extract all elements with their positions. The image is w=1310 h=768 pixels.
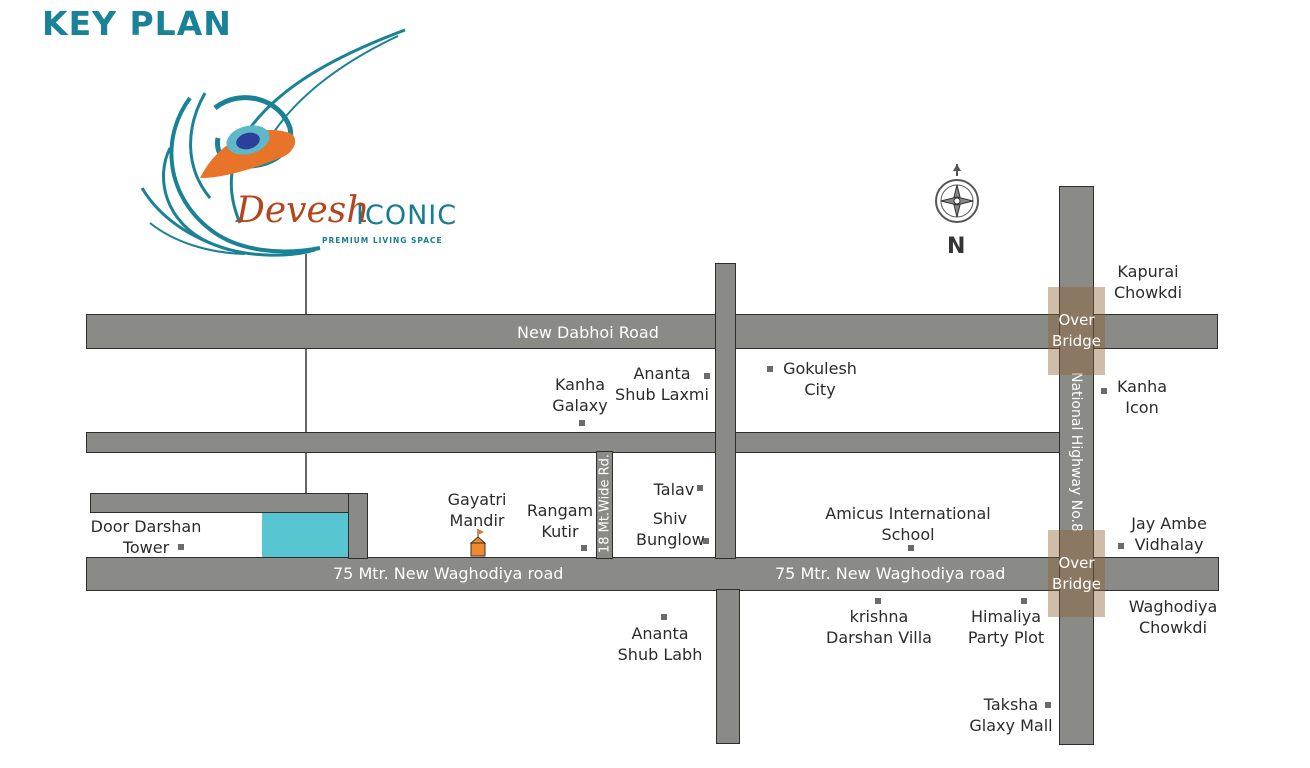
landmark-door-darshan-tower: Door Darshan Tower bbox=[90, 517, 202, 557]
marker-shiv-bunglow bbox=[703, 538, 709, 544]
brand-script-name: Devesh bbox=[236, 190, 370, 231]
page-title: KEY PLAN bbox=[42, 4, 232, 43]
landmark-gayatri-mandir: Gayatri Mandir bbox=[447, 490, 507, 530]
compass-north-label: N bbox=[947, 234, 966, 259]
landmark-kanha-galaxy: Kanha Galaxy bbox=[552, 375, 608, 415]
marker-kanha-icon bbox=[1101, 388, 1107, 394]
landmark-talav: Talav bbox=[653, 480, 695, 499]
landmark-ananta-shub-laxmi: Ananta Shub Laxmi bbox=[615, 364, 709, 404]
landmark-himaliya-party-plot: Himaliya Party Plot bbox=[967, 607, 1045, 647]
temple-icon bbox=[469, 529, 487, 557]
new-dabhoi-road bbox=[86, 314, 1218, 349]
waghodiya-road bbox=[86, 557, 1219, 591]
marker-ananta-shub-laxmi bbox=[704, 373, 710, 379]
waghodiya-road-label-west: 75 Mtr. New Waghodiya road bbox=[333, 564, 564, 583]
site-access-road-top bbox=[90, 493, 368, 513]
brand-tagline: PREMIUM LIVING SPACE bbox=[322, 236, 443, 245]
landmark-taksha-glaxy-mall: Taksha Glaxy Mall bbox=[969, 695, 1053, 735]
marker-ananta-shub-labh bbox=[661, 614, 667, 620]
landmark-rangam-kutir: Rangam Kutir bbox=[526, 501, 594, 541]
landmark-waghodiya-chowkdi: Waghodiya Chowkdi bbox=[1128, 597, 1218, 637]
landmark-shiv-bunglow: Shiv Bunglow bbox=[636, 509, 705, 549]
landmark-gokulesh-city: Gokulesh City bbox=[783, 359, 857, 399]
landmark-amicus-international-school: Amicus International School bbox=[825, 504, 991, 544]
landmark-jay-ambe-vidhalay: Jay Ambe Vidhalay bbox=[1131, 514, 1207, 554]
marker-rangam-kutir bbox=[581, 545, 587, 551]
marker-gokulesh-city bbox=[767, 366, 773, 372]
project-site-plot bbox=[262, 513, 348, 557]
marker-kanha-galaxy bbox=[579, 420, 585, 426]
over-bridge-south-label: Over Bridge bbox=[1052, 554, 1101, 593]
landmark-kapurai-chowkdi: Kapurai Chowkdi bbox=[1113, 262, 1183, 302]
lower-vertical-road bbox=[716, 589, 740, 744]
marker-amicus-school bbox=[908, 545, 914, 551]
upper-vertical-road bbox=[715, 263, 736, 559]
over-bridge-north-label: Over Bridge bbox=[1052, 311, 1101, 350]
over-bridge-north bbox=[1048, 287, 1105, 375]
landmark-kanha-icon: Kanha Icon bbox=[1116, 377, 1168, 417]
national-highway-label: National Highway No.8 bbox=[1068, 372, 1084, 532]
new-dabhoi-road-label: New Dabhoi Road bbox=[517, 323, 659, 342]
site-pointer-arrow-icon bbox=[299, 254, 313, 532]
marker-talav bbox=[697, 485, 703, 491]
wide-road-vertical bbox=[596, 451, 613, 559]
waghodiya-road-label-east: 75 Mtr. New Waghodiya road bbox=[775, 564, 1006, 583]
landmark-krishna-darshan-villa: krishna Darshan Villa bbox=[826, 607, 932, 647]
marker-himaliya-party-plot bbox=[1021, 598, 1027, 604]
compass-rose-icon bbox=[935, 164, 979, 223]
over-bridge-south bbox=[1048, 530, 1105, 617]
site-access-road-side bbox=[348, 493, 368, 559]
inner-horizontal-road bbox=[86, 432, 1062, 453]
peacock-feather-logo-icon bbox=[140, 28, 406, 257]
marker-door-darshan-tower bbox=[178, 544, 184, 550]
brand-name: ICONIC bbox=[356, 200, 458, 231]
landmark-ananta-shub-labh: Ananta Shub Labh bbox=[617, 624, 703, 664]
marker-taksha-glaxy-mall bbox=[1045, 702, 1051, 708]
wide-road-label: 18 Mt.Wide Rd. bbox=[597, 453, 613, 554]
marker-krishna-darshan-villa bbox=[875, 598, 881, 604]
national-highway-road bbox=[1059, 186, 1094, 745]
marker-jay-ambe-vidhalay bbox=[1118, 543, 1124, 549]
